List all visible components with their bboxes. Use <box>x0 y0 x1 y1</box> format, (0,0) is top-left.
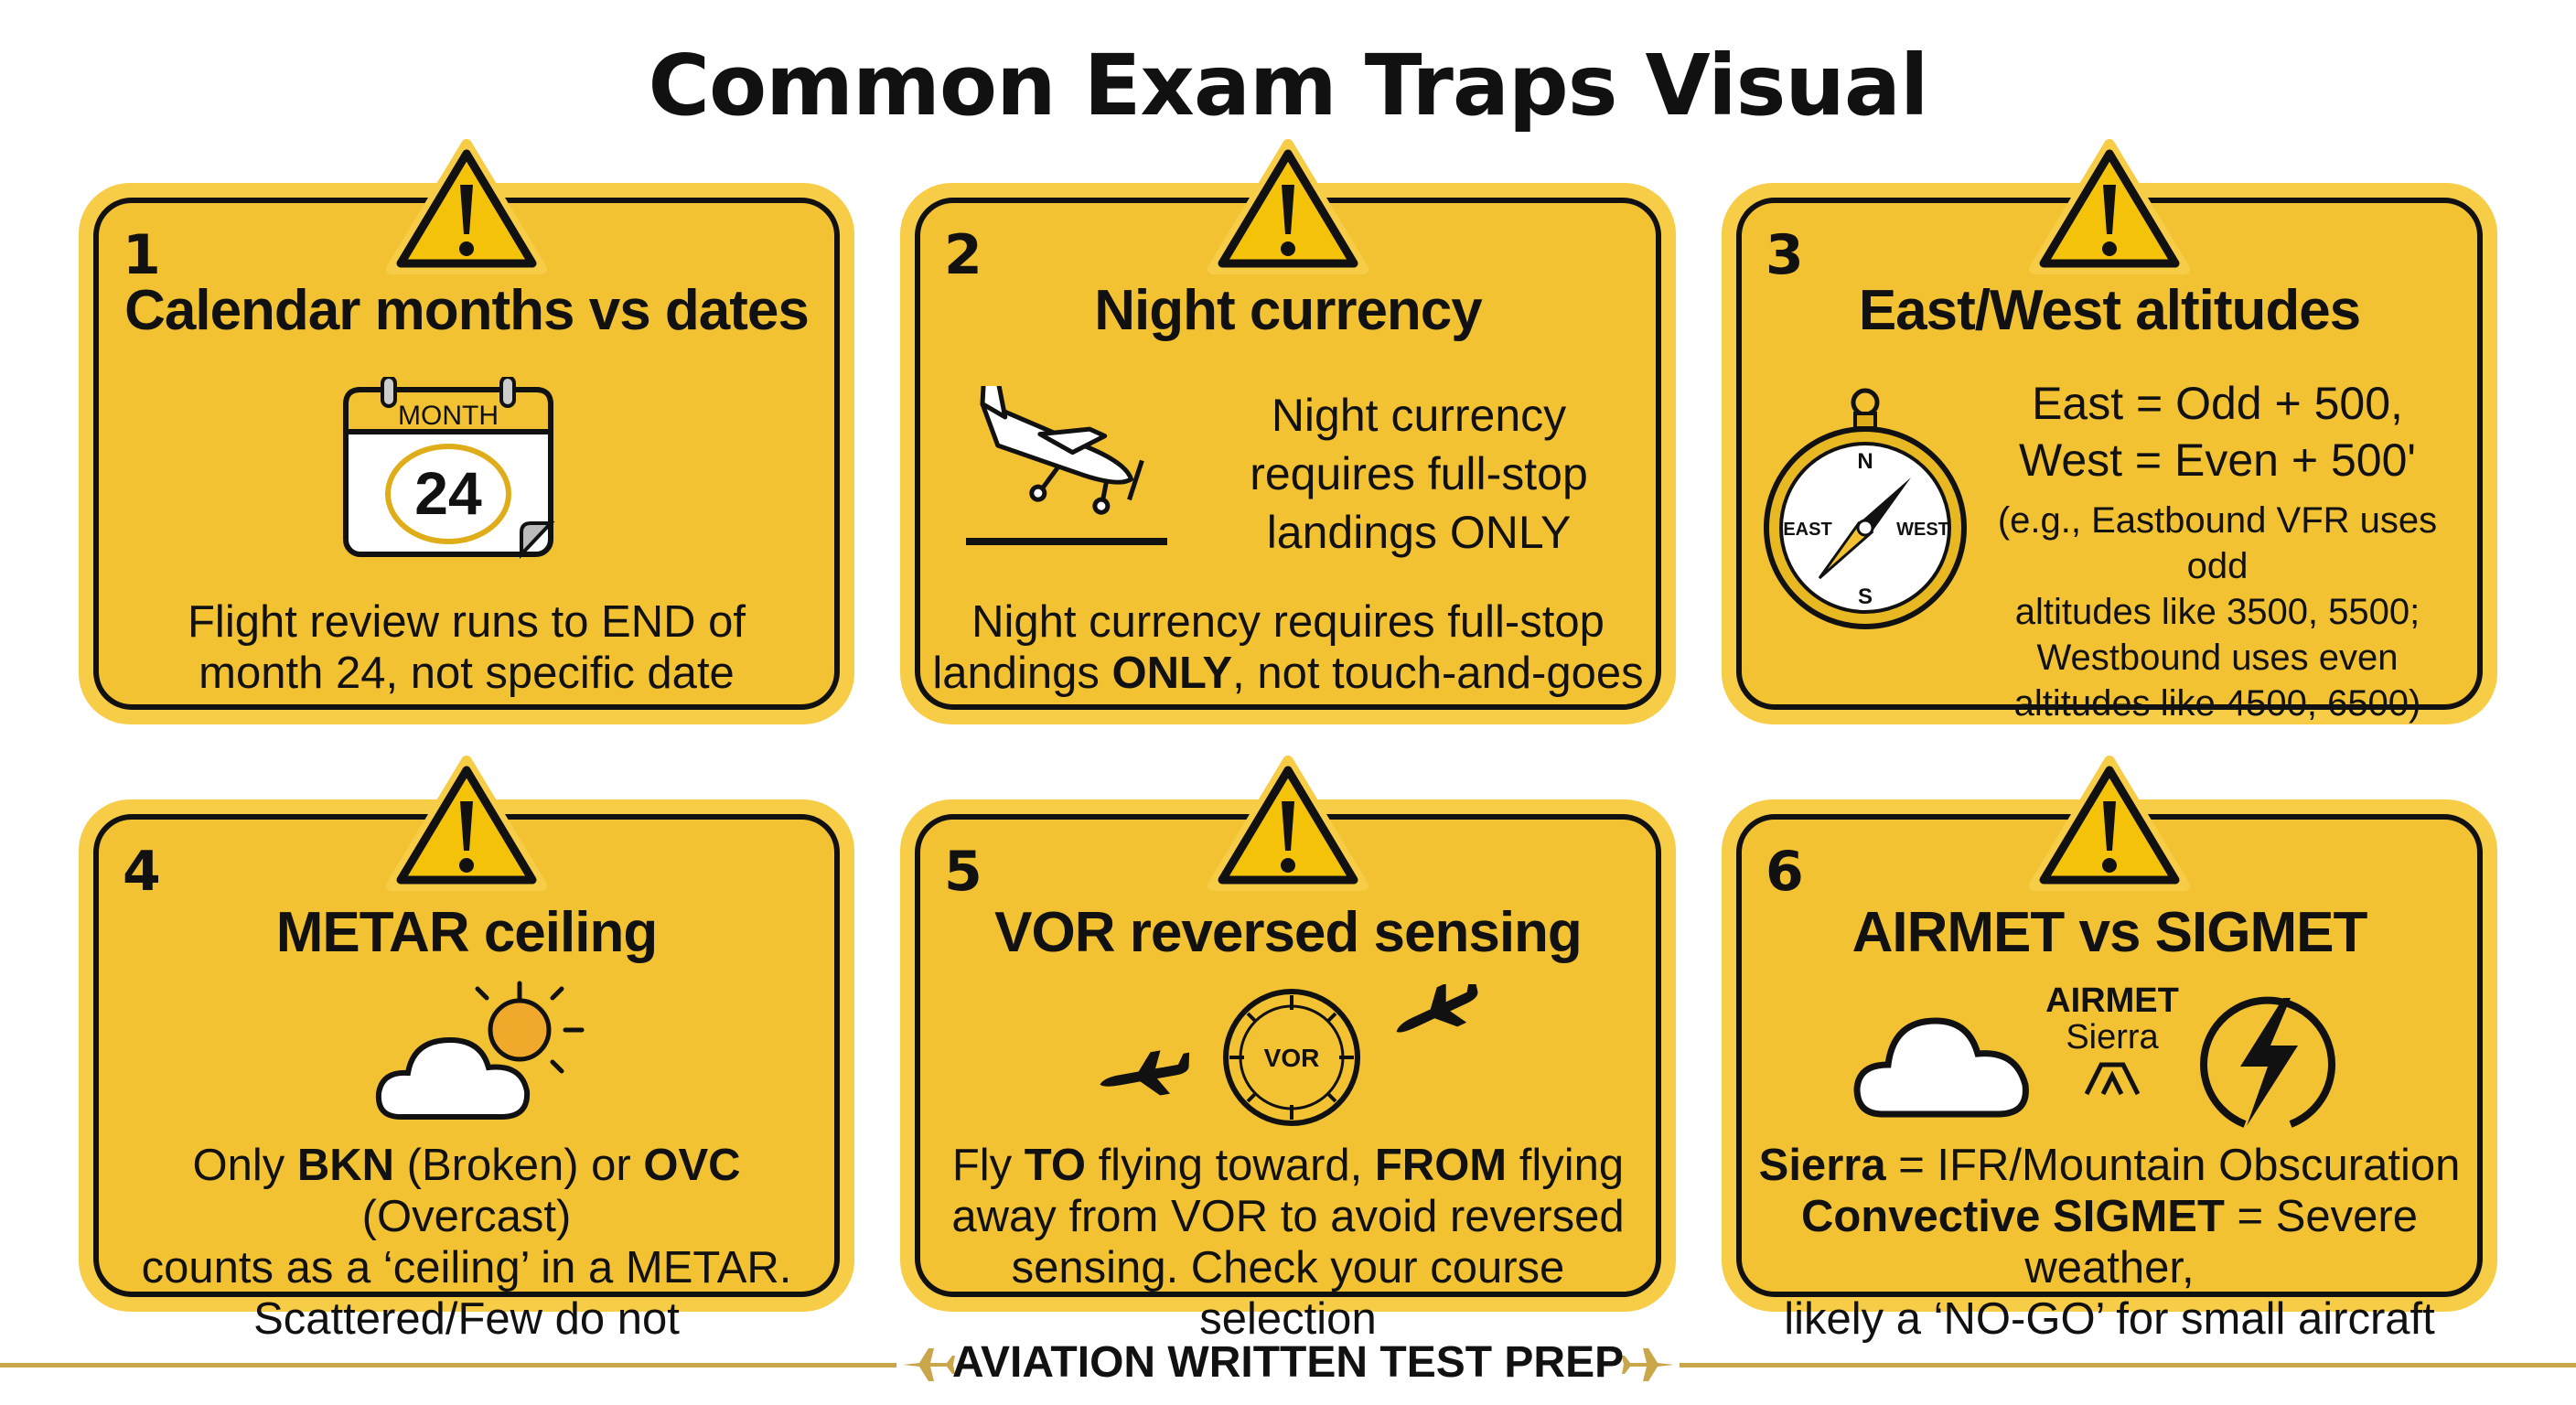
card-heading: East/West altitudes <box>1858 279 2361 342</box>
page-title: Common Exam Traps Visual <box>648 37 1928 134</box>
airplane-icon <box>1622 1348 1674 1381</box>
side-text-main: East = Odd + 500, West = Even + 500' <box>2019 378 2416 486</box>
card-body: Night currency requires full-stop landin… <box>932 597 1644 698</box>
card-number: 3 <box>1766 223 1804 287</box>
compass-icon: N S EAST WEST <box>1764 388 1967 629</box>
calendar-label: MONTH <box>398 401 499 431</box>
airplane-toward-icon <box>1094 1048 1195 1103</box>
warning-icon <box>2029 139 2190 276</box>
card-heading: Calendar months vs dates <box>124 279 810 342</box>
card-airmet-vs-sigmet: 6 AIRMET vs SIGMET AIRMET Sierra Sierra … <box>1722 799 2497 1344</box>
card-number: 2 <box>944 223 982 287</box>
footer-text: AVIATION WRITTEN TEST PREP <box>951 1338 1625 1387</box>
card-number: 1 <box>123 223 161 287</box>
svg-text:WEST: WEST <box>1896 520 1949 540</box>
card-heading: AIRMET vs SIGMET <box>1852 901 2368 964</box>
mountain-icon <box>2085 1062 2140 1096</box>
card-east-west-altitudes: 3 East/West altitudes N S EAST WEST East… <box>1722 183 2497 724</box>
card-body: Fly TO flying toward, FROM flying away f… <box>951 1141 1625 1344</box>
calendar-icon: MONTH 24 <box>343 377 555 560</box>
warning-icon <box>386 139 547 276</box>
card-body: Flight review runs to END of month 24, n… <box>188 597 746 698</box>
footer-divider-left <box>0 1363 896 1367</box>
card-number: 4 <box>123 840 161 904</box>
card-calendar-months: 1 Calendar months vs dates MONTH 24 Flig… <box>79 183 854 724</box>
airplane-landing-icon <box>966 386 1167 545</box>
svg-text:S: S <box>1858 585 1873 609</box>
side-text-example: (e.g., Eastbound VFR uses odd altitudes … <box>1997 500 2438 724</box>
card-night-currency: 2 Night currency Night currency requires… <box>900 183 1676 724</box>
warning-icon <box>1208 756 1368 893</box>
airmet-sierra-label: AIRMET Sierra <box>2045 981 2179 1056</box>
cloud-icon <box>1853 1017 2029 1118</box>
warning-icon <box>2029 756 2190 893</box>
card-heading: VOR reversed sensing <box>994 901 1583 964</box>
svg-text:N: N <box>1857 449 1873 474</box>
footer-divider-right <box>1680 1363 2576 1367</box>
partly-cloudy-icon <box>375 981 585 1120</box>
warning-icon <box>386 756 547 893</box>
lightning-icon <box>2200 996 2335 1128</box>
card-body: Sierra = IFR/Mountain Obscuration Convec… <box>1758 1141 2461 1344</box>
card-number: 5 <box>944 840 982 904</box>
card-metar-ceiling: 4 METAR ceiling Only BKN (Broken) or OVC… <box>79 799 854 1344</box>
card-number: 6 <box>1766 840 1804 904</box>
airplane-from-icon <box>1387 984 1487 1039</box>
card-vor-reversed-sensing: 5 VOR reversed sensing VOR Fly TO flying… <box>900 799 1676 1344</box>
card-body: Only BKN (Broken) or OVC (Overcast) coun… <box>141 1141 792 1344</box>
vor-label: VOR <box>1264 1044 1320 1072</box>
card-heading: Night currency <box>1094 279 1483 342</box>
svg-text:EAST: EAST <box>1783 520 1831 540</box>
card-heading: METAR ceiling <box>275 901 658 964</box>
calendar-day: 24 <box>414 459 482 527</box>
warning-icon <box>1208 139 1368 276</box>
vor-icon: VOR <box>1223 989 1360 1126</box>
airplane-icon <box>903 1348 955 1381</box>
side-text: Night currency requires full-stop landin… <box>1250 390 1588 558</box>
